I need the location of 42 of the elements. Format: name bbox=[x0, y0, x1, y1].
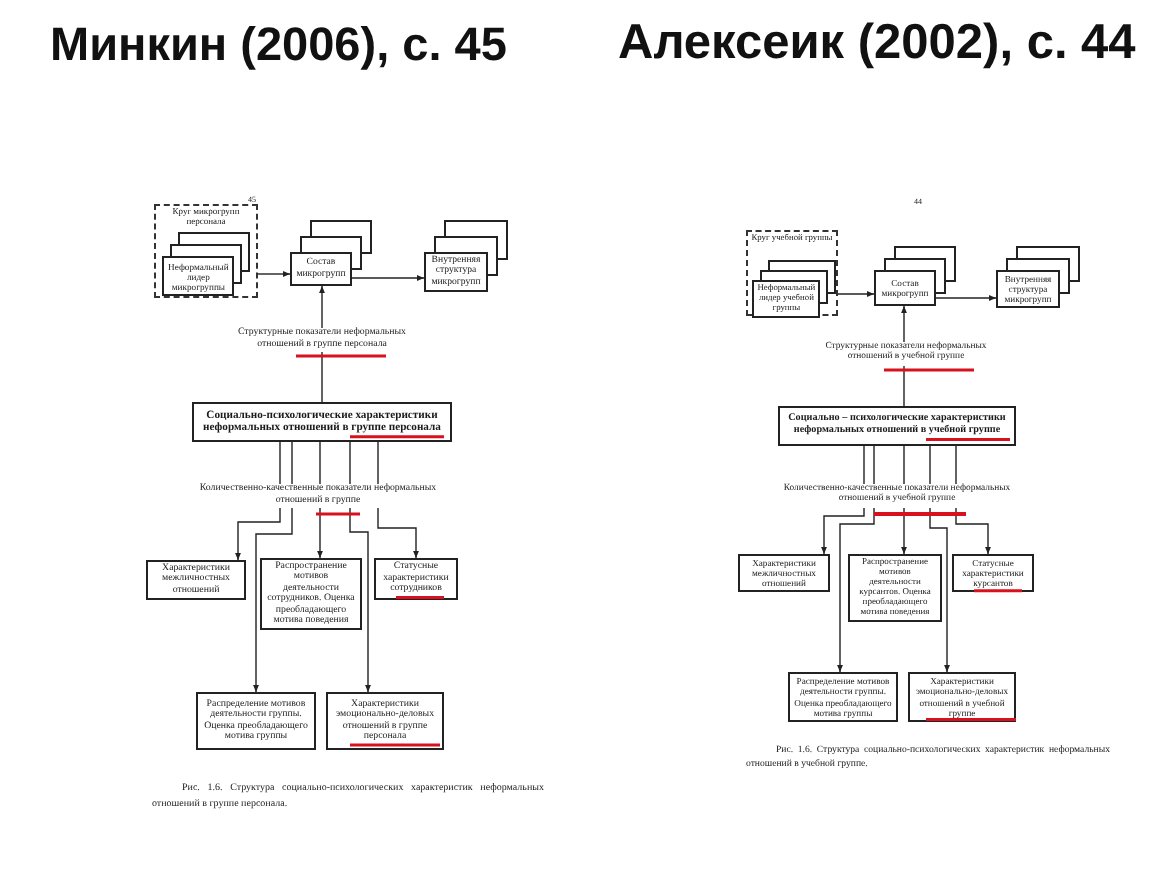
connector-line bbox=[319, 441, 321, 485]
arrow bbox=[319, 285, 325, 329]
arrow bbox=[955, 507, 991, 555]
slide-heading: Минкин (2006), с. 45 bbox=[50, 18, 507, 73]
arrow bbox=[837, 507, 875, 673]
connector-line bbox=[291, 441, 293, 485]
process-box bbox=[290, 252, 352, 286]
arrow bbox=[929, 507, 950, 673]
connector-line bbox=[903, 365, 905, 407]
process-box bbox=[778, 406, 1016, 446]
process-box bbox=[374, 558, 458, 600]
connector-line bbox=[863, 445, 865, 485]
arrow bbox=[349, 507, 371, 693]
process-box bbox=[996, 270, 1060, 309]
arrow bbox=[901, 507, 907, 555]
arrow bbox=[235, 507, 281, 561]
arrow bbox=[901, 305, 907, 343]
connector-line bbox=[279, 441, 281, 485]
connector-line bbox=[377, 441, 379, 485]
process-box bbox=[146, 560, 246, 601]
connector-line bbox=[349, 441, 351, 485]
arrow bbox=[317, 507, 323, 559]
dashed-group-frame bbox=[746, 230, 838, 316]
connector-line bbox=[873, 445, 875, 485]
connector-line bbox=[903, 445, 905, 485]
process-box bbox=[952, 554, 1034, 593]
connector-line bbox=[321, 351, 323, 403]
arrow bbox=[257, 271, 291, 277]
arrow bbox=[253, 507, 293, 693]
process-box bbox=[192, 402, 452, 442]
arrow bbox=[837, 291, 875, 297]
connector-line bbox=[929, 445, 931, 485]
arrow bbox=[935, 295, 997, 301]
process-box bbox=[874, 270, 936, 306]
arrow bbox=[821, 507, 865, 555]
arrow bbox=[377, 507, 419, 559]
connector-line bbox=[955, 445, 957, 485]
slide-heading: Алексеик (2002), с. 44 bbox=[618, 16, 1136, 73]
process-box bbox=[738, 554, 830, 593]
process-box bbox=[848, 554, 942, 622]
dashed-group-frame bbox=[154, 204, 258, 298]
arrow bbox=[351, 275, 425, 281]
